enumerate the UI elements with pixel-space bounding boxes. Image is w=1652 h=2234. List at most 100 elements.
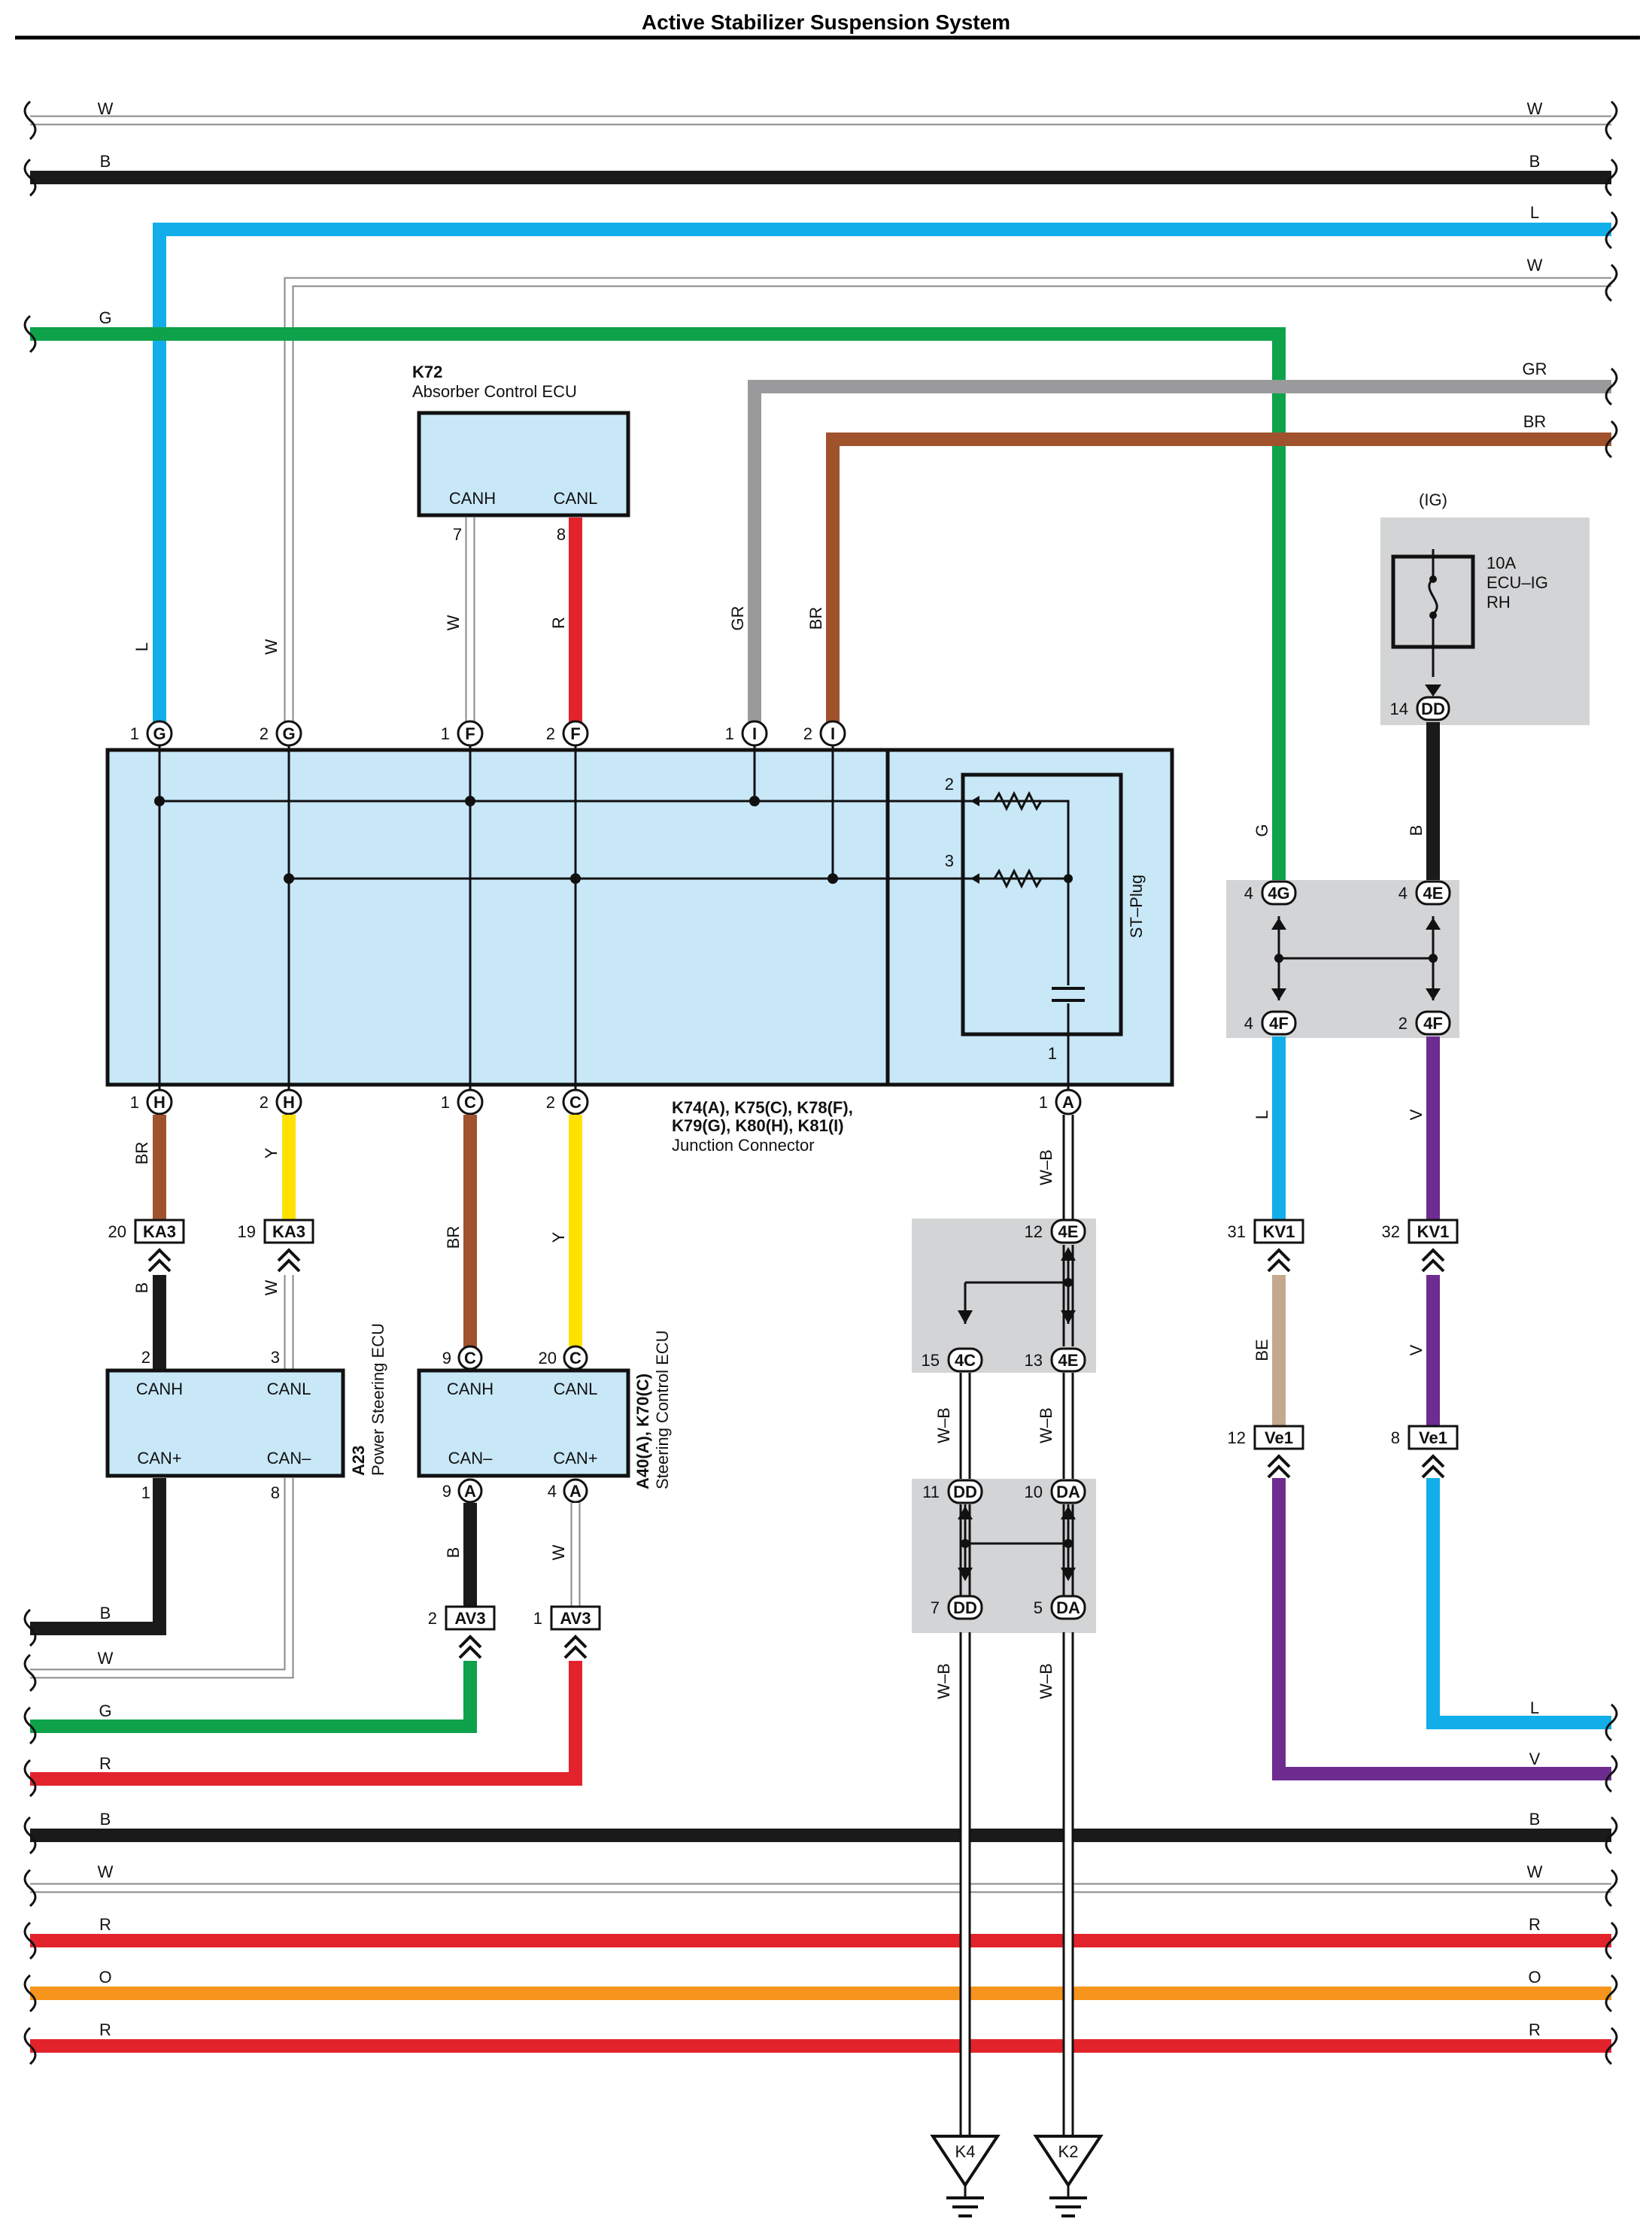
path-shape xyxy=(959,1373,971,1479)
label-junction_block_right-pins_bottom-1-wire: V xyxy=(1407,1109,1426,1120)
label-a23-pin_tl: CANH xyxy=(136,1380,183,1398)
junction-bottom-pin-c2: C 2 xyxy=(546,1088,589,1115)
label-top-g-left: G xyxy=(99,308,111,327)
label-side_wires_bottom-0-label_left: B xyxy=(100,1604,111,1622)
rect-shape xyxy=(1050,1479,1086,1504)
label-junction-top_pins-2-num: 1 xyxy=(441,724,450,743)
label-junction-bottom_pins-1-wire: Y xyxy=(262,1147,281,1158)
junction-codes-1: K74(A), K75(C), K78(F), xyxy=(672,1098,853,1117)
label-grounds-0: K4 xyxy=(955,2142,976,2161)
k72-name: Absorber Control ECU xyxy=(412,382,577,401)
circle-shape xyxy=(1064,1539,1073,1548)
label-ka3-0-code: KA3 xyxy=(143,1222,176,1241)
junction-top-pin-i1: I 1 xyxy=(725,720,768,747)
circle-shape xyxy=(146,720,173,747)
splice-11-dd: DD 11 xyxy=(922,1479,983,1504)
k72-pin-num-7: 7 xyxy=(453,525,462,544)
junction-box xyxy=(105,748,1174,1087)
label-ve1-0-code: Ve1 xyxy=(1265,1428,1293,1447)
label-ground_splices-upper-2-code: 4E xyxy=(1058,1351,1079,1370)
label-a40-bottom_pins-1-letter: A xyxy=(569,1482,582,1501)
polygon-shape xyxy=(958,1310,973,1324)
rect-shape xyxy=(1415,880,1451,906)
label-top-br-right: BR xyxy=(1523,412,1547,431)
path-shape xyxy=(23,158,37,197)
label-junction-bottom_pins-3-letter: C xyxy=(569,1093,582,1112)
rect-shape xyxy=(1415,1010,1451,1036)
rect-shape xyxy=(1050,1595,1086,1620)
circle-shape xyxy=(562,1088,589,1115)
a23-box xyxy=(105,1368,345,1478)
path-shape xyxy=(23,1759,37,1798)
a23-name: Power Steering ECU xyxy=(369,1323,387,1476)
path-shape xyxy=(959,1820,971,2061)
label-a40-pin_bl: CAN– xyxy=(448,1449,493,1468)
splice-10-da: DA 10 xyxy=(1025,1479,1086,1504)
label-junction-bottom_pins-2-letter: C xyxy=(464,1093,476,1112)
label-a23-pin_br: CAN– xyxy=(267,1449,311,1468)
path-shape xyxy=(23,1653,37,1692)
g-shape xyxy=(959,1820,1074,2061)
path-shape xyxy=(1605,1754,1618,1793)
junction-top-pin-f2: F 2 xyxy=(546,720,589,747)
label-side_wires_bottom-10-label_right: R xyxy=(1529,2020,1541,2039)
rect-shape xyxy=(1253,1219,1304,1244)
label-side_wires_bottom-1-label_left: W xyxy=(98,1649,114,1668)
label-kv1-1-num: 32 xyxy=(1382,1222,1400,1241)
path-shape xyxy=(23,2026,37,2066)
wire-label-br: BR xyxy=(806,607,825,630)
label-junction-top_pins-4-num: 1 xyxy=(725,724,734,743)
st-plug-resistor-1 xyxy=(978,791,1070,879)
fuse-ecu-ig-rh: (IG) 10A ECU–IG RH DD 14 xyxy=(1380,490,1590,725)
ground-splice-upper xyxy=(912,1219,1096,1373)
top-side-wires xyxy=(30,115,1611,892)
label-top-gr-right: GR xyxy=(1523,360,1547,378)
circle-shape xyxy=(457,1345,483,1370)
circle-shape xyxy=(1055,1088,1082,1115)
label-ground_splices-upper-0-num: 12 xyxy=(1025,1222,1043,1241)
wire-top-g xyxy=(30,327,1286,892)
path-shape xyxy=(1062,1373,1074,1479)
label-kv1-0-num: 31 xyxy=(1228,1222,1246,1241)
label-junction-bottom_pins-0-letter: H xyxy=(153,1093,166,1112)
a40-steering-control-ecu: C 9 C 20 CANH CANL CAN– CAN+ A 9 A 4 A40… xyxy=(417,1330,672,1504)
label-junction-top_pins-5-num: 2 xyxy=(803,724,812,743)
junction-top-pin-i2: I 2 xyxy=(803,720,846,747)
label-ground_splices-wire: W–B xyxy=(1037,1663,1055,1699)
wire-break-marks xyxy=(23,100,1618,459)
fuse-pin-num: 14 xyxy=(1390,700,1408,718)
circle-shape xyxy=(562,720,589,747)
circle-shape xyxy=(1429,575,1437,583)
label-side_wires_bottom-3-label_left: R xyxy=(99,1754,111,1773)
bottom-side-wires xyxy=(30,1829,1611,2053)
label-ground_splices-upper-1-num: 15 xyxy=(922,1351,940,1370)
label-junction-top_pins-5-letter: I xyxy=(831,724,835,743)
label-side_wires_bottom-8-label_right: R xyxy=(1529,1915,1541,1934)
rect-shape xyxy=(1380,518,1590,725)
label-ka3-1-num: 19 xyxy=(238,1222,256,1241)
rect-shape xyxy=(912,1219,1096,1373)
label-junction-bottom_pins-1-letter: H xyxy=(283,1093,295,1112)
label-junction_block_right-pins_bottom-1-num: 2 xyxy=(1398,1014,1408,1033)
path-shape xyxy=(1605,1816,1618,1855)
label-top-w1-left: W xyxy=(98,99,114,118)
polygon-shape xyxy=(1426,988,1441,1000)
circle-shape xyxy=(741,720,768,747)
k72-code: K72 xyxy=(412,363,442,381)
label-ground_splices-lower-0-code: DD xyxy=(953,1483,977,1501)
splice-12-4e: 4E 12 xyxy=(1025,1219,1086,1244)
junction-bottom-pin-a1: A 1 xyxy=(1039,1088,1082,1115)
circle-shape xyxy=(1429,612,1437,619)
circle-shape xyxy=(146,1088,173,1115)
fuse-source: (IG) xyxy=(1419,490,1447,509)
path-shape xyxy=(1421,1248,1445,1273)
k72-box xyxy=(417,411,630,518)
label-kv1-1-code: KV1 xyxy=(1417,1222,1450,1241)
label-ground_splices-upper-1-code: 4C xyxy=(955,1351,976,1370)
path-shape xyxy=(563,1635,588,1659)
a23-code: A23 xyxy=(349,1446,368,1476)
ground-k4-icon xyxy=(930,2135,1001,2188)
label-av3-1-num: 1 xyxy=(533,1609,542,1628)
label-side_wires_bottom-9-label_left: O xyxy=(99,1968,111,1987)
diagram-title: Active Stabilizer Suspension System xyxy=(642,11,1010,34)
